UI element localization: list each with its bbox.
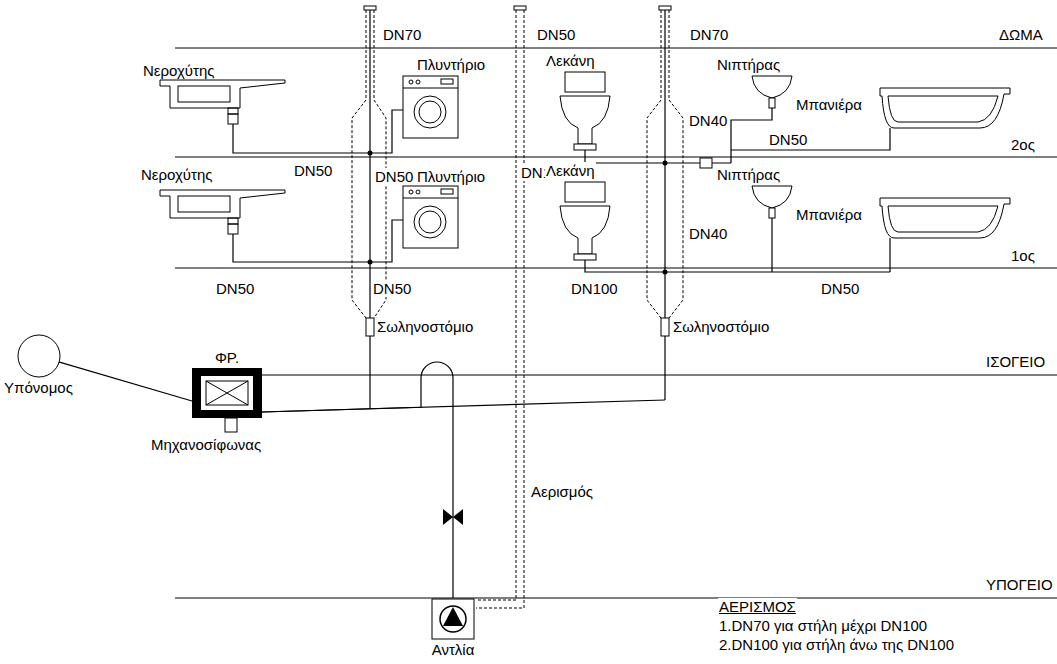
fixture-label: Αερισμός bbox=[530, 483, 594, 500]
junction-dots bbox=[368, 151, 668, 275]
fixture-label: Πλυντήριο bbox=[416, 168, 486, 185]
cleanouts bbox=[225, 158, 712, 432]
trap-box: ΦΡ. bbox=[192, 348, 262, 418]
sewer-circle: Υπόνομος bbox=[2, 334, 75, 398]
fixture-label: Σωληνοστόμιο bbox=[672, 318, 770, 335]
pump-pit-outline bbox=[422, 598, 484, 640]
floor-label: ΙΣΟΓΕΙΟ bbox=[985, 353, 1046, 370]
vent-pipes bbox=[352, 10, 683, 608]
floor-label: ΥΠΟΓΕΙΟ bbox=[985, 576, 1054, 593]
fixture-label: Νεροχύτης bbox=[140, 166, 214, 183]
pump-pit: Αντλία bbox=[422, 598, 484, 660]
bathtub-symbol bbox=[880, 88, 1010, 238]
fixture-label: Πλυντήριο bbox=[416, 56, 486, 73]
sewer-circle-outline bbox=[2, 334, 75, 378]
fixture-label: Μπανιέρα bbox=[795, 96, 863, 113]
pipe-size: DN40 bbox=[688, 112, 728, 129]
pipe-size: DN50 bbox=[768, 131, 808, 148]
node-label: Αντλία bbox=[422, 640, 484, 660]
washing-machine-symbol bbox=[403, 76, 458, 248]
fixture-label: Μπανιέρα bbox=[795, 206, 863, 223]
pipe-size: DN100 bbox=[570, 280, 619, 297]
note-heading: ΑΕΡΙΣΜΟΣ bbox=[718, 598, 797, 615]
fixture-label: Σωληνοστόμιο bbox=[376, 318, 474, 335]
pipe-size: DN50 bbox=[293, 162, 333, 179]
vent-caps bbox=[364, 6, 671, 10]
pipe-size: DN50 bbox=[372, 280, 412, 297]
fixture-label: Μηχανοσίφωνας bbox=[150, 436, 262, 453]
fixture-label: Νεροχύτης bbox=[142, 62, 216, 79]
note: 2.DN100 για στήλη άνω της DN100 bbox=[718, 636, 955, 653]
pipe-size: DN50 bbox=[215, 280, 255, 297]
drain-stacks bbox=[233, 10, 890, 412]
pipe-size: DN50 bbox=[374, 168, 414, 185]
sink-symbol bbox=[160, 80, 285, 234]
floor-label: 1ος bbox=[1010, 247, 1036, 264]
pipe-size: DN50 bbox=[536, 26, 576, 43]
floor-label: ΔΩΜΑ bbox=[998, 26, 1044, 43]
floor-label: 2ος bbox=[1010, 136, 1036, 153]
fixture-label: Νιπτήρας bbox=[716, 166, 781, 183]
pipe-connector bbox=[59, 362, 192, 401]
pipe-size: DN50 bbox=[820, 280, 860, 297]
node-label: ΦΡ. bbox=[192, 348, 262, 368]
trap-box-outline bbox=[192, 368, 262, 418]
fixture-label: Λεκάνη bbox=[545, 52, 596, 69]
floor-lines bbox=[175, 48, 1057, 598]
pipe-size: DN40 bbox=[688, 225, 728, 242]
node-label: Υπόνομος bbox=[2, 378, 75, 398]
pipe-connector bbox=[262, 362, 453, 598]
fixture-label: Νιπτήρας bbox=[716, 56, 781, 73]
note: 1.DN70 για στήλη μέχρι DN100 bbox=[718, 617, 928, 634]
pipe-size: DN70 bbox=[689, 26, 729, 43]
fixture-label: Λεκάνη bbox=[545, 162, 596, 179]
pipe-size: DN70 bbox=[382, 26, 422, 43]
